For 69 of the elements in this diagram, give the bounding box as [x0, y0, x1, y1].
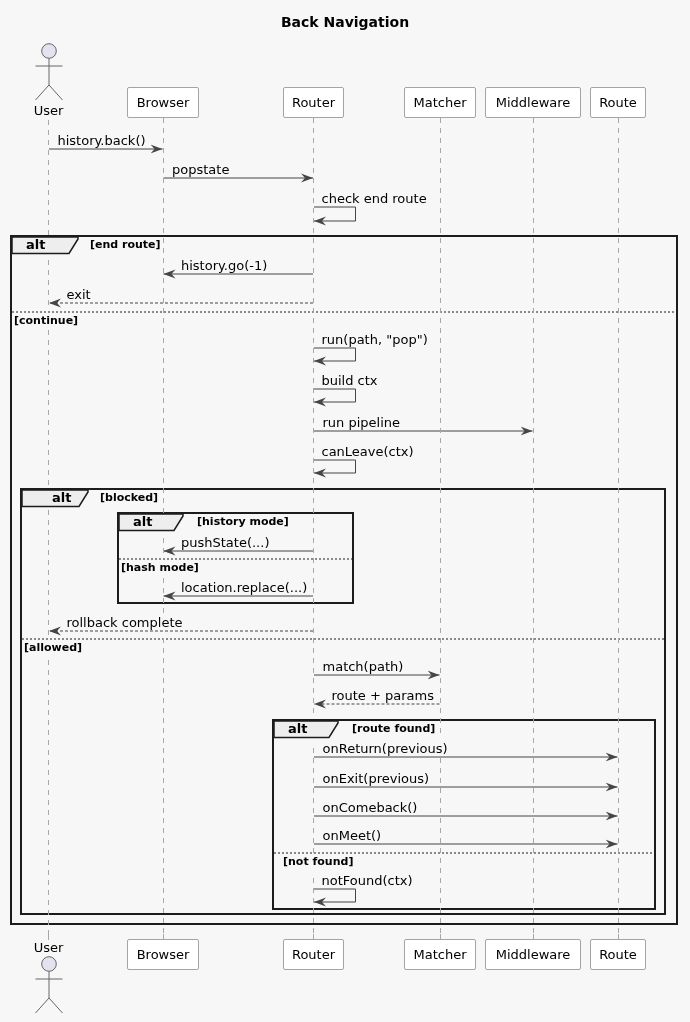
message-label: run(path, "pop")	[320, 332, 429, 347]
self-message-arrow	[313, 347, 356, 366]
message-label: history.go(-1)	[180, 258, 269, 273]
fragment-operator: alt	[26, 237, 46, 252]
participant-box: Router	[283, 939, 344, 970]
message-arrow	[313, 811, 618, 821]
lifeline	[439, 118, 441, 939]
message-label: notFound(ctx)	[320, 873, 414, 888]
message-label: match(path)	[321, 659, 405, 674]
diagram-title: Back Navigation	[279, 13, 411, 31]
fragment-operator: alt	[52, 490, 72, 505]
guard-condition: [hash mode]	[120, 561, 200, 574]
guard-condition: [blocked]	[99, 491, 160, 504]
guard-condition: [continue]	[13, 314, 80, 327]
message-label: location.replace(...)	[180, 580, 309, 595]
participant-name: User	[32, 103, 65, 118]
participant-box: Middleware	[485, 87, 581, 118]
message-arrow	[163, 591, 314, 601]
guard-condition: [route found]	[351, 722, 437, 735]
participant-box: Browser	[127, 939, 199, 970]
fragment-operator: alt	[133, 514, 153, 529]
message-label: onExit(previous)	[321, 771, 431, 786]
message-label: history.back()	[56, 133, 147, 148]
fragment-operator: alt	[288, 721, 308, 736]
self-message-arrow	[313, 888, 356, 907]
guard-condition: [history mode]	[196, 515, 290, 528]
lifeline	[48, 120, 49, 940]
self-message-arrow	[313, 206, 356, 226]
guard-condition: [not found]	[282, 855, 355, 868]
message-arrow	[163, 546, 314, 556]
guard-condition: [end route]	[89, 238, 162, 251]
message-label: check end route	[320, 191, 428, 206]
participant-box: Browser	[127, 87, 199, 118]
message-arrow	[313, 752, 618, 762]
message-arrow	[48, 144, 163, 154]
message-arrow	[313, 670, 440, 680]
message-arrow	[163, 173, 314, 183]
participant-box: Router	[283, 87, 344, 118]
message-arrow	[313, 426, 533, 436]
participant-box: Route	[590, 939, 646, 970]
message-arrow	[163, 269, 314, 279]
lifeline	[313, 118, 314, 939]
guard-condition: [allowed]	[23, 641, 84, 654]
message-label: onMeet()	[321, 828, 383, 843]
lifeline	[162, 118, 164, 939]
lifeline	[617, 118, 619, 939]
lifeline	[532, 118, 534, 939]
message-label: build ctx	[320, 373, 379, 388]
participant-box: Middleware	[485, 939, 581, 970]
message-label: pushState(...)	[180, 535, 271, 550]
participant-name: User	[32, 940, 65, 955]
message-label: onReturn(previous)	[321, 741, 449, 756]
message-label: exit	[65, 287, 92, 302]
message-arrow	[313, 839, 618, 849]
self-message-arrow	[313, 459, 356, 478]
participant-box: Route	[590, 87, 646, 118]
message-label: popstate	[171, 162, 231, 177]
message-arrow	[48, 298, 314, 308]
self-message-arrow	[313, 388, 356, 407]
message-arrow	[313, 699, 440, 709]
message-arrow	[313, 782, 618, 792]
participant-box: Matcher	[404, 87, 476, 118]
message-label: onComeback()	[321, 800, 419, 815]
participant-box: Matcher	[404, 939, 476, 970]
message-label: rollback complete	[65, 615, 184, 630]
message-label: route + params	[330, 688, 435, 703]
message-arrow	[48, 626, 314, 636]
message-label: run pipeline	[321, 415, 402, 430]
message-label: canLeave(ctx)	[320, 444, 415, 459]
